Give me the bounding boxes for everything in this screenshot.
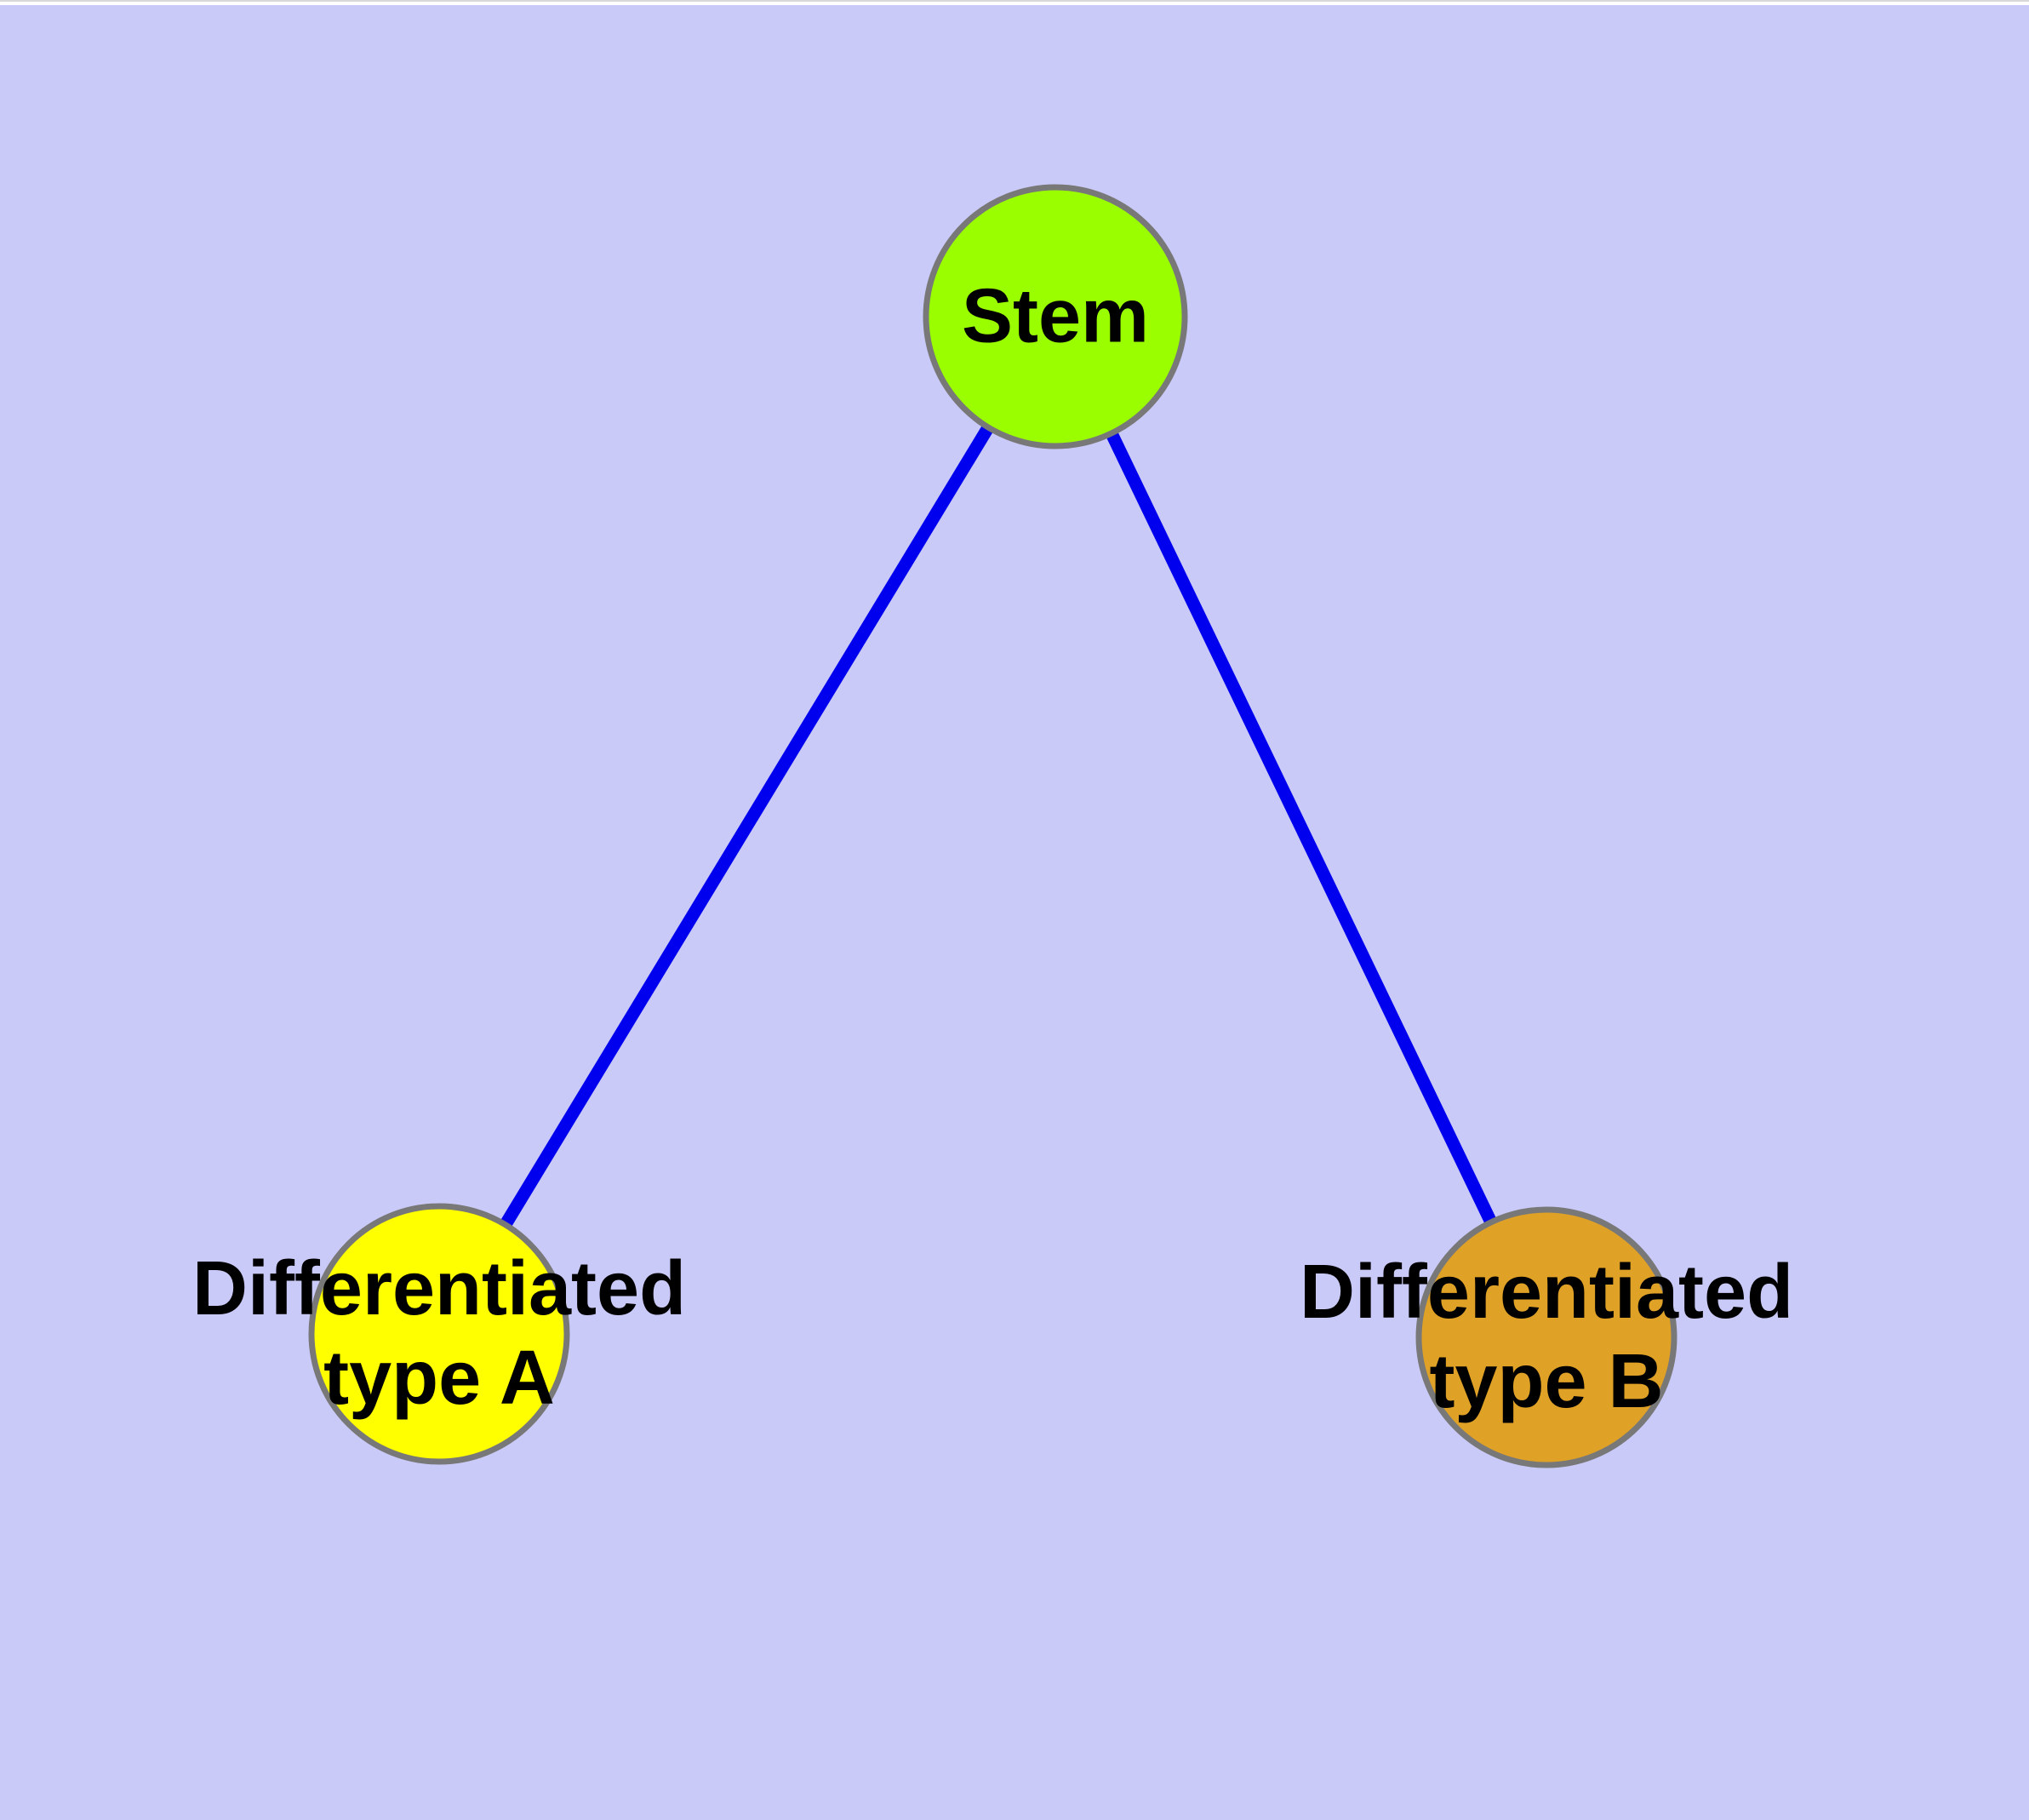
edge-stem-to-diff-b <box>1049 313 1552 1341</box>
diff-b-label-line-1: Differentiated <box>1299 1250 1794 1335</box>
top-margin-strip <box>0 0 2029 5</box>
diff-b-label-line-2: type B <box>1429 1339 1664 1424</box>
stem-label-text: Stem <box>961 273 1150 359</box>
diff-a-label-line-1: Differentiated <box>191 1246 687 1331</box>
diff-a-label-line-2: type A <box>323 1336 555 1421</box>
node-label-differentiated-type-a: Differentiated type A <box>192 1245 686 1423</box>
node-label-differentiated-type-b: Differentiated type B <box>1300 1248 1793 1427</box>
node-circle-diff-a <box>308 1203 570 1465</box>
edge-stem-to-diff-a <box>433 313 1061 1337</box>
node-label-stem: Stem <box>962 272 1149 362</box>
nodes-layer <box>308 184 1677 1468</box>
edges-layer <box>433 313 1552 1341</box>
node-circle-stem <box>923 184 1188 449</box>
node-circle-diff-b <box>1415 1206 1677 1468</box>
